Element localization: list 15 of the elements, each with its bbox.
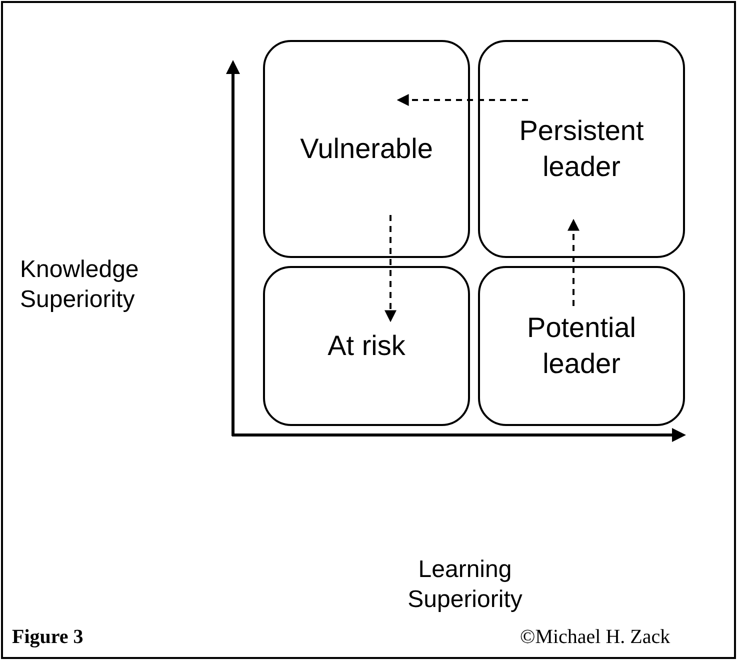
quadrant-label: At risk xyxy=(326,329,406,363)
quadrant-box xyxy=(478,40,685,258)
figure-number: Figure 3 xyxy=(12,625,84,650)
copyright-note: ©Michael H. Zack xyxy=(520,625,670,650)
dashed-arrow xyxy=(396,94,528,106)
quadrant-box xyxy=(478,266,685,426)
axis-label: Learning Superiority xyxy=(406,555,524,615)
quadrant-box xyxy=(263,266,470,426)
dashed-arrow xyxy=(384,215,396,322)
axis-label: Knowledge Superiority xyxy=(20,255,140,315)
dashed-arrow xyxy=(568,218,580,306)
quadrant-label: Potential leader xyxy=(526,311,637,381)
quadrant-box xyxy=(263,40,470,258)
quadrant-label: Persistent leader xyxy=(518,114,645,184)
quadrant-label: Vulnerable xyxy=(299,132,434,166)
